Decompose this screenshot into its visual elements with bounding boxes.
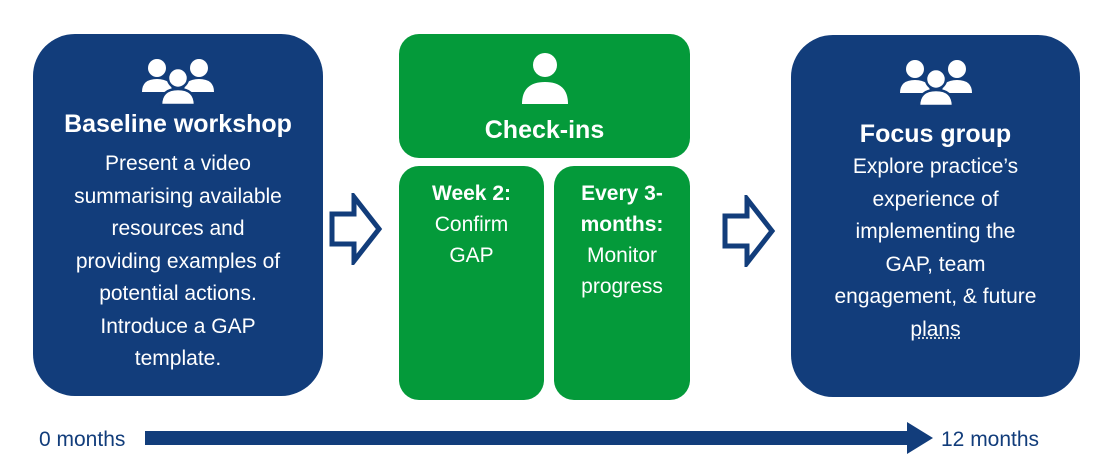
every3-text: Monitor progress: [581, 244, 663, 298]
week2-title: Week 2:: [432, 182, 511, 205]
baseline-description: Present a video summarising available re…: [39, 148, 317, 376]
timeline-start-label: 0 months: [39, 428, 126, 451]
timeline-end-label: 12 months: [941, 428, 1040, 451]
focus-description: Explore practice’s experience of impleme…: [797, 151, 1074, 346]
text-line: potential actions.: [99, 282, 257, 305]
focus-group-box: Focus group Explore practice’s experienc…: [791, 35, 1080, 397]
week2-text: Confirm GAP: [434, 213, 509, 267]
text-line: GAP, team: [885, 252, 986, 276]
text-line: Introduce a GAP: [100, 314, 256, 338]
group-icon: [142, 59, 214, 106]
baseline-title: Baseline workshop: [64, 110, 292, 138]
every3-title: Every 3- months:: [580, 182, 664, 236]
text-line: Explore practice’s: [852, 155, 1019, 178]
group-icon: [899, 60, 972, 107]
checkins-box: Check-ins: [399, 34, 690, 158]
text-line: experience of: [872, 187, 999, 211]
every3-box: Every 3- months: Monitor progress: [554, 166, 690, 400]
timeline-arrow: [145, 422, 933, 454]
text-line: plans: [910, 317, 961, 341]
arrow-right-icon: [329, 193, 383, 265]
week2-box: Week 2: Confirm GAP: [399, 166, 544, 400]
focus-title: Focus group: [859, 120, 1012, 148]
text-line: resources and: [111, 217, 245, 240]
text-line: implementing the: [855, 220, 1016, 243]
text-line: Present a video: [105, 152, 251, 175]
text-line: template.: [134, 347, 222, 370]
person-icon: [521, 53, 568, 104]
text-line: summarising available: [74, 184, 282, 208]
checkins-title: Check-ins: [484, 116, 605, 144]
text-line: providing examples of: [75, 249, 281, 273]
text-line: engagement, & future: [834, 285, 1037, 308]
baseline-workshop-box: Baseline workshop Present a video summar…: [33, 34, 323, 396]
arrow-right-icon: [722, 195, 776, 267]
